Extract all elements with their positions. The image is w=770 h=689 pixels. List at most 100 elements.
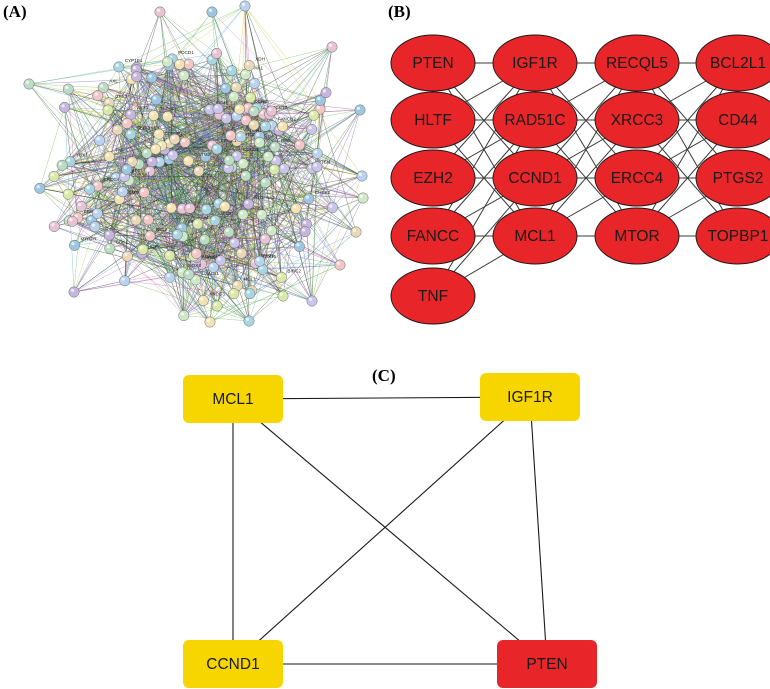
panel-a-node-circle (259, 120, 271, 132)
panel-a-node (277, 120, 289, 132)
panel-a-edge (183, 315, 250, 322)
panel-a-node-label: PTEN (318, 159, 330, 164)
panel-a-node-highlight (256, 258, 260, 262)
panel-a-node-circle (130, 214, 142, 226)
panel-a-node-circle (299, 226, 311, 238)
panel-a-node (326, 41, 338, 53)
panel-a-node (146, 72, 158, 84)
panel-a-node-label: ABCC10 (269, 105, 287, 110)
panel-a-edge (188, 115, 314, 275)
panel-a-node-label: XDH (255, 57, 265, 62)
panel-a-node (48, 221, 60, 232)
panel-a-edge (188, 153, 318, 275)
panel-a-node-label: ALDH1A2 (254, 195, 275, 200)
panel-a-node: CHEK2 (303, 190, 331, 205)
panel-a-node-highlight (206, 318, 211, 322)
panel-a-edge (103, 5, 246, 88)
panel-a-edge (97, 63, 189, 187)
panel-a-edge (109, 248, 125, 281)
panel-a-node: ALDH1A1 (235, 128, 268, 143)
panel-a-node: MTHFR (69, 236, 97, 251)
panel-a-node-circle (121, 163, 133, 175)
panel-a-node-highlight (225, 228, 229, 232)
panel-a-edge (68, 88, 118, 131)
panel-a-node (169, 133, 181, 145)
panel-a-node-highlight (279, 123, 283, 127)
panel-a-edge (261, 198, 309, 215)
panel-a-node-label: BIRC2 (287, 268, 301, 273)
panel-b-node: CCND1 (492, 149, 578, 207)
panel-a-node-highlight (245, 317, 250, 321)
panel-a-node (248, 77, 260, 89)
panel-a-node (150, 143, 162, 155)
panel-a-node-circle (192, 218, 204, 230)
panel-a-edge (158, 87, 237, 135)
panel-b-node-label: IGF1R (512, 55, 558, 72)
panel-a-node-circle (240, 170, 252, 182)
panel-a-node-highlight (356, 106, 361, 110)
panel-a-node-highlight (112, 174, 117, 178)
panel-a-edge (136, 76, 175, 140)
panel-a-node (154, 6, 166, 18)
panel-b-node-ellipse (390, 149, 476, 207)
panel-a-node-highlight (164, 58, 168, 62)
panel-a-node (354, 104, 366, 116)
panel-a-node-circle (59, 101, 71, 113)
panel-a-node-label: CCND1 (243, 147, 259, 152)
panel-a-edge (28, 58, 173, 85)
panel-a-node-highlight (214, 105, 219, 109)
panel-a-node (257, 264, 269, 275)
panel-a-node-label: EIF4E (216, 101, 229, 106)
panel-a: (A) PDK2PAK1ZFP36BCL2EIF4EBIRC2YBX1TNFSF… (3, 0, 369, 328)
panel-a-edge (311, 207, 333, 302)
panel-a-node-label: TOPBP1 (165, 131, 183, 136)
panel-a-node-highlight (359, 194, 364, 198)
panel-a-node-label: SOX15 (261, 254, 276, 259)
panel-a-node-highlight (279, 292, 284, 296)
panel-a-node (62, 188, 74, 200)
panel-a-node-highlight (228, 67, 232, 71)
panel-a-node-highlight (174, 231, 178, 235)
panel-b-node-ellipse (390, 91, 476, 149)
panel-a-node-highlight (206, 106, 210, 110)
panel-a-node-highlight (123, 166, 127, 170)
panel-a-node (219, 200, 231, 212)
panel-a-edge (39, 188, 73, 222)
panel-a-node-highlight (358, 172, 363, 176)
panel-a-node-highlight (245, 200, 249, 204)
panel-a-node-highlight (185, 271, 189, 275)
panel-a-edge (196, 209, 207, 254)
panel-b-node: MCL1 (492, 207, 578, 265)
panel-a-node (191, 248, 202, 259)
panel-a-node-label: BCL2 (156, 227, 168, 232)
panel-b-node-label: CCND1 (508, 170, 561, 187)
panel-a-edge (151, 77, 285, 169)
panel-b-node-label: XRCC3 (611, 112, 664, 129)
panel-a-edge (151, 77, 312, 130)
panel-b-node-ellipse (390, 267, 476, 325)
panel-b-node-ellipse (695, 91, 770, 149)
panel-b-node-label: CD44 (718, 112, 758, 129)
panel-a-node-highlight (203, 206, 207, 210)
panel-a-node-highlight (308, 126, 312, 130)
panel-a-node-highlight (114, 126, 118, 130)
panel-a-node-label: AXL (109, 79, 118, 84)
panel-a-node-highlight (296, 141, 300, 145)
panel-a-edge (295, 207, 333, 209)
panel-a-node-highlight (239, 211, 244, 215)
panel-a-edge (109, 234, 184, 316)
panel-b-node-label: FANCC (407, 228, 460, 245)
panel-b-node-label: ERCC4 (611, 170, 664, 187)
panel-a-node (94, 134, 106, 146)
panel-a-edge (141, 252, 250, 322)
panel-a-node: CDK1 (104, 239, 128, 254)
panel-a-edge (253, 109, 361, 263)
panel-a-node-highlight (260, 110, 264, 114)
panel-a-node-highlight (186, 205, 190, 209)
panel-a-node-circle (104, 242, 116, 254)
panel-a-edge (244, 5, 363, 177)
panel-a-node-circle (248, 105, 260, 117)
panel-a-node (183, 58, 195, 70)
panel-a-node-circle (84, 183, 96, 195)
